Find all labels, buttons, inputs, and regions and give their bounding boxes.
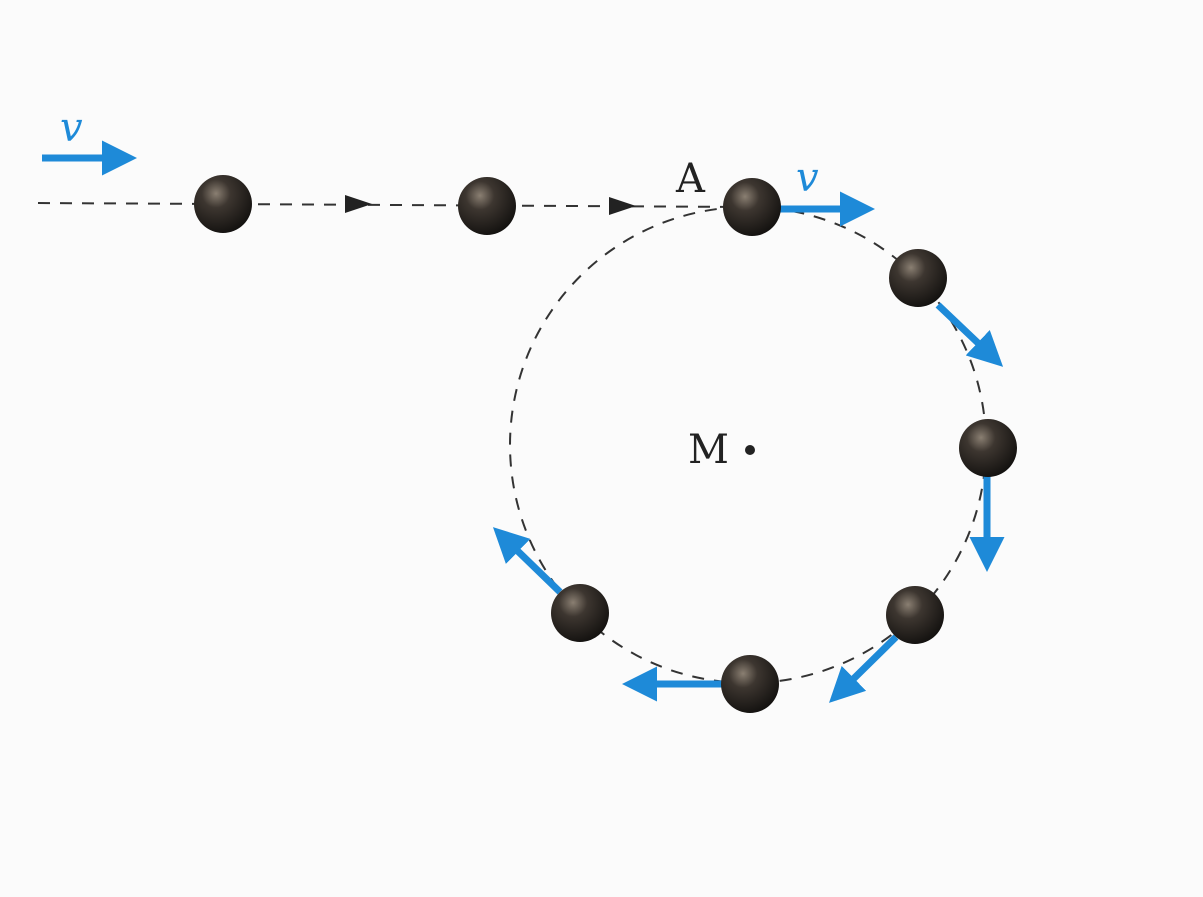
ball-at-a — [723, 178, 781, 236]
ball-circle-2 — [889, 249, 947, 307]
velocity-label-at-a: v — [796, 155, 819, 201]
ball-circle-3 — [959, 419, 1017, 477]
velocity-arrow-2 — [935, 302, 1004, 367]
ball-circle-5 — [721, 655, 779, 713]
ball-line-2 — [458, 177, 516, 235]
path-direction-arrow-2 — [609, 197, 636, 215]
center-m-label: M — [688, 427, 729, 473]
ball-circle-4 — [886, 586, 944, 644]
velocity-arrow-4 — [829, 634, 899, 703]
ball-circle-6 — [551, 584, 609, 642]
center-point — [745, 445, 755, 455]
ball-line-1 — [194, 175, 252, 233]
velocity-label-incoming: v — [60, 105, 83, 151]
velocity-arrow-6 — [492, 527, 563, 595]
path-direction-arrow-1 — [345, 195, 372, 213]
point-a-label: A — [675, 156, 706, 202]
straight-path-line — [37, 202, 753, 208]
